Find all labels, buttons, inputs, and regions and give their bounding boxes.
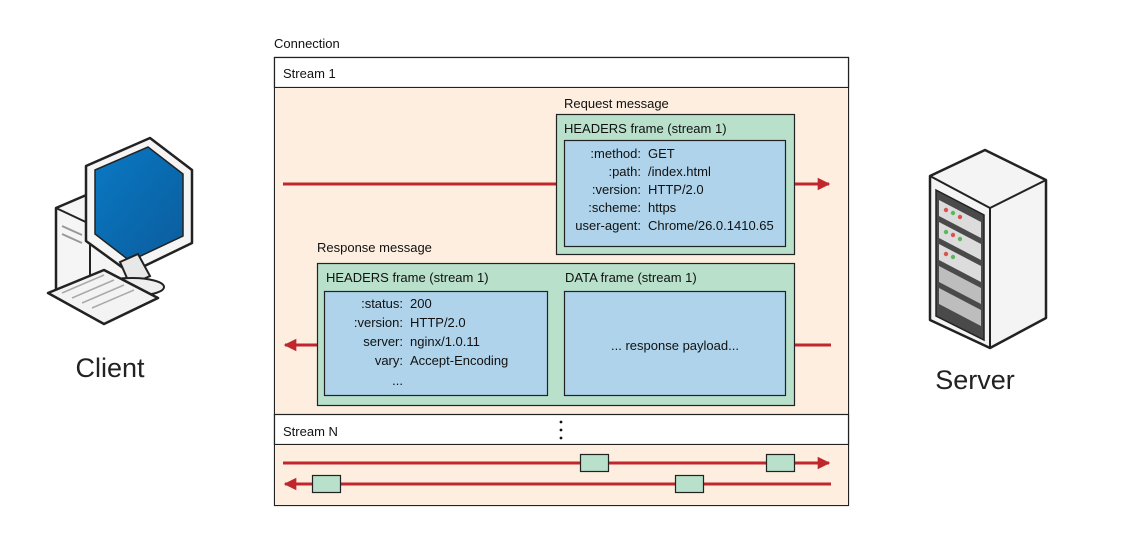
- client-computer-icon: [46, 136, 194, 326]
- response-header-value: Accept-Encoding: [410, 353, 508, 368]
- connection-label: Connection: [274, 36, 340, 51]
- streamN-frame: [311, 474, 342, 494]
- response-header-value: nginx/1.0.11: [410, 334, 480, 349]
- server-rack-icon: [928, 148, 1048, 350]
- response-header-key: :version:: [354, 315, 403, 330]
- response-payload-box: [563, 290, 787, 397]
- response-data-frame-title: DATA frame (stream 1): [565, 270, 697, 285]
- request-title: Request message: [564, 96, 669, 111]
- response-payload: ... response payload...: [611, 338, 739, 353]
- response-header-value: 200: [410, 296, 432, 311]
- request-headers-box: [563, 139, 787, 248]
- request-header-key: user-agent:: [575, 218, 641, 233]
- streamN-label: Stream N: [283, 424, 338, 439]
- stream1-label: Stream 1: [283, 66, 336, 81]
- request-frame-title: HEADERS frame (stream 1): [564, 121, 727, 136]
- server-label: Server: [935, 365, 1015, 395]
- streamN-frame: [674, 474, 705, 494]
- response-header-key: server:: [363, 334, 403, 349]
- request-header-key: :method:: [590, 146, 641, 161]
- response-header-value: HTTP/2.0: [410, 315, 466, 330]
- vertical-ellipsis-icon: [559, 420, 563, 440]
- response-headers-frame-title: HEADERS frame (stream 1): [326, 270, 489, 285]
- client-label: Client: [75, 353, 145, 383]
- request-header-value: GET: [648, 146, 675, 161]
- response-header-key: :status:: [361, 296, 403, 311]
- request-header-value: HTTP/2.0: [648, 182, 704, 197]
- streamN-frame: [579, 453, 610, 473]
- request-header-value: https: [648, 200, 677, 215]
- response-header-key: vary:: [375, 353, 403, 368]
- streamN-frame: [765, 453, 796, 473]
- response-headers-box: [323, 290, 549, 397]
- request-header-value: /index.html: [648, 164, 711, 179]
- response-headers-list: :status: 200 :version: HTTP/2.0 server: …: [354, 296, 508, 388]
- request-header-key: :version:: [592, 182, 641, 197]
- stream1-header: [273, 56, 850, 89]
- streamN-body: [275, 445, 848, 505]
- request-header-value: Chrome/26.0.1410.65: [648, 218, 774, 233]
- response-headers-more: ...: [392, 373, 403, 388]
- request-header-key: :path:: [608, 164, 641, 179]
- request-headers-list: :method: GET :path: /index.html :version…: [575, 146, 774, 233]
- request-header-key: :scheme:: [588, 200, 641, 215]
- response-title: Response message: [317, 240, 432, 255]
